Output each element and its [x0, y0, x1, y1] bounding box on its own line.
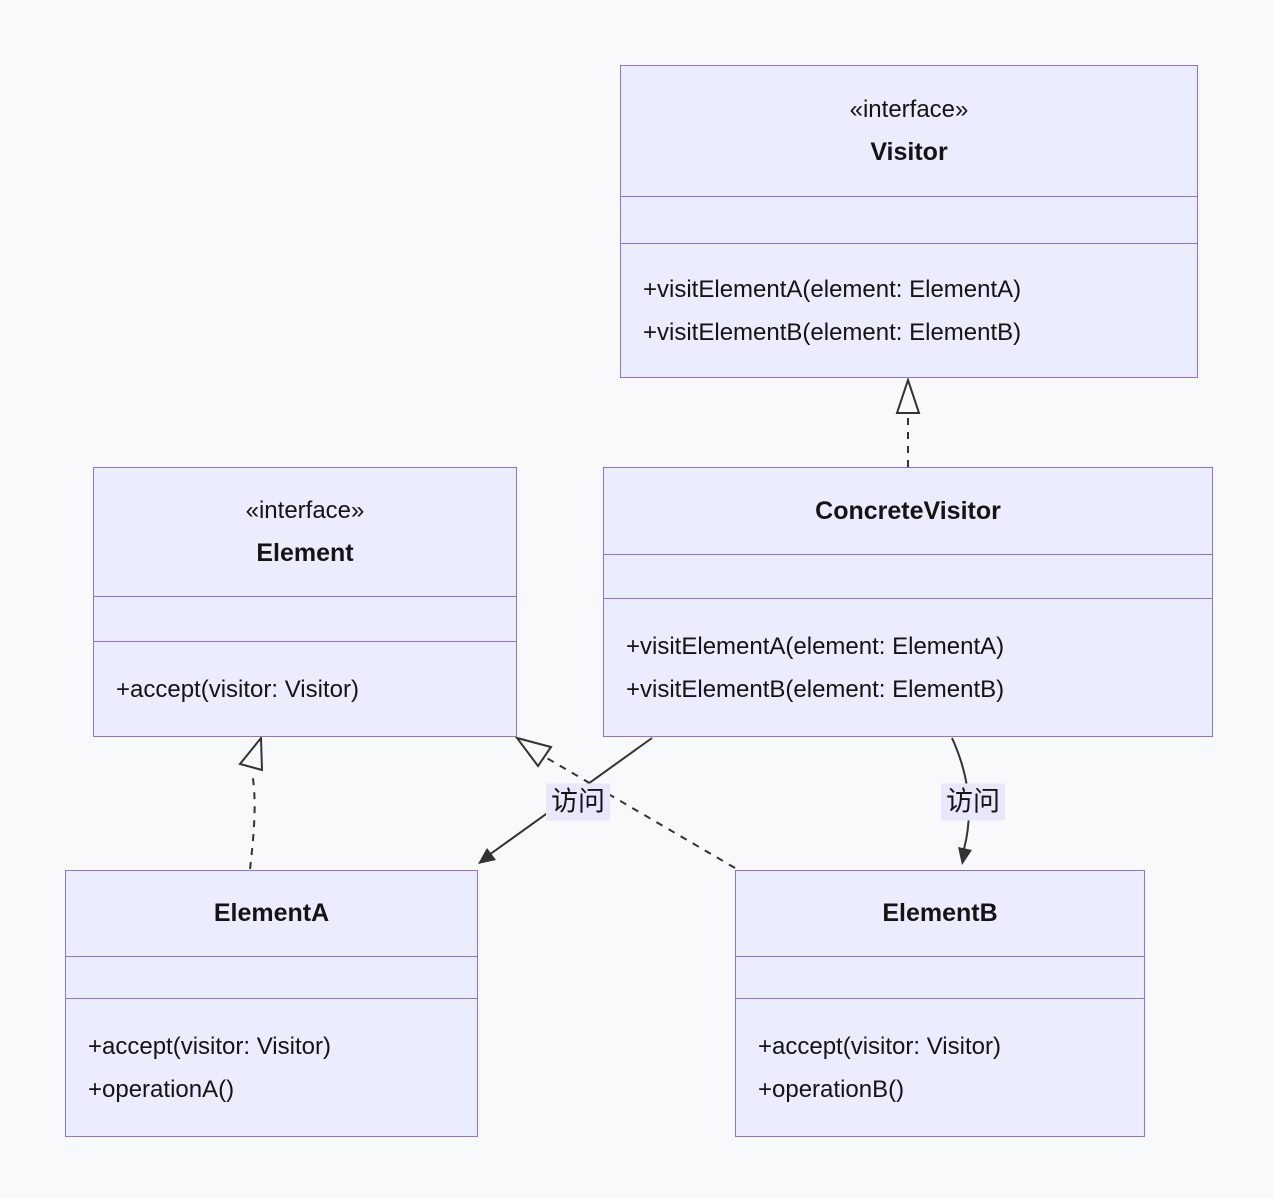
class-visitor-methods: +visitElementA(element: ElementA) +visit… [621, 243, 1197, 377]
class-element-b-methods: +accept(visitor: Visitor) +operationB() [736, 998, 1144, 1136]
class-visitor-title: «interface» Visitor [621, 66, 1197, 196]
class-visitor-name: Visitor [870, 138, 948, 166]
method: +accept(visitor: Visitor) [758, 1032, 1001, 1060]
method: +visitElementA(element: ElementA) [643, 275, 1022, 303]
method: +accept(visitor: Visitor) [116, 675, 359, 703]
method: +operationA() [88, 1075, 235, 1103]
class-element-methods: +accept(visitor: Visitor) [94, 641, 516, 736]
edge-realization-elementa-element [238, 735, 264, 870]
class-element: «interface» Element +accept(visitor: Vis… [93, 467, 517, 737]
class-visitor-attributes [621, 196, 1197, 243]
edge-realization-elementb-element [514, 736, 736, 869]
class-element-attributes [94, 596, 516, 641]
method: +accept(visitor: Visitor) [88, 1032, 331, 1060]
edge-realization-concretevisitor-visitor [895, 376, 921, 467]
class-visitor-stereotype: «interface» [849, 96, 969, 123]
edge-label-visit-b: 访问 [941, 783, 1005, 821]
class-element-a-name: ElementA [213, 899, 330, 927]
class-element-a-title: ElementA [66, 871, 477, 956]
class-element-b-attributes [736, 956, 1144, 998]
class-element-b-name: ElementB [882, 899, 998, 927]
class-concrete-visitor-name: ConcreteVisitor [815, 496, 1001, 525]
class-element-title: «interface» Element [94, 468, 516, 596]
method: +visitElementA(element: ElementA) [626, 632, 1005, 660]
class-concrete-visitor-title: ConcreteVisitor [604, 468, 1212, 554]
class-concrete-visitor: ConcreteVisitor +visitElementA(element: … [603, 467, 1213, 737]
class-element-b: ElementB +accept(visitor: Visitor) +oper… [735, 870, 1145, 1137]
class-element-name: Element [256, 539, 354, 567]
class-visitor: «interface» Visitor +visitElementA(eleme… [620, 65, 1198, 378]
class-element-stereotype: «interface» [245, 497, 365, 524]
method: +visitElementB(element: ElementB) [626, 675, 1005, 703]
class-element-a-methods: +accept(visitor: Visitor) +operationA() [66, 998, 477, 1136]
class-concrete-visitor-attributes [604, 554, 1212, 598]
method: +operationB() [758, 1075, 905, 1103]
class-element-a: ElementA +accept(visitor: Visitor) +oper… [65, 870, 478, 1137]
method: +visitElementB(element: ElementB) [643, 318, 1022, 346]
class-concrete-visitor-methods: +visitElementA(element: ElementA) +visit… [604, 598, 1212, 736]
class-element-b-title: ElementB [736, 871, 1144, 956]
edge-label-visit-a: 访问 [546, 783, 610, 821]
class-element-a-attributes [66, 956, 477, 998]
